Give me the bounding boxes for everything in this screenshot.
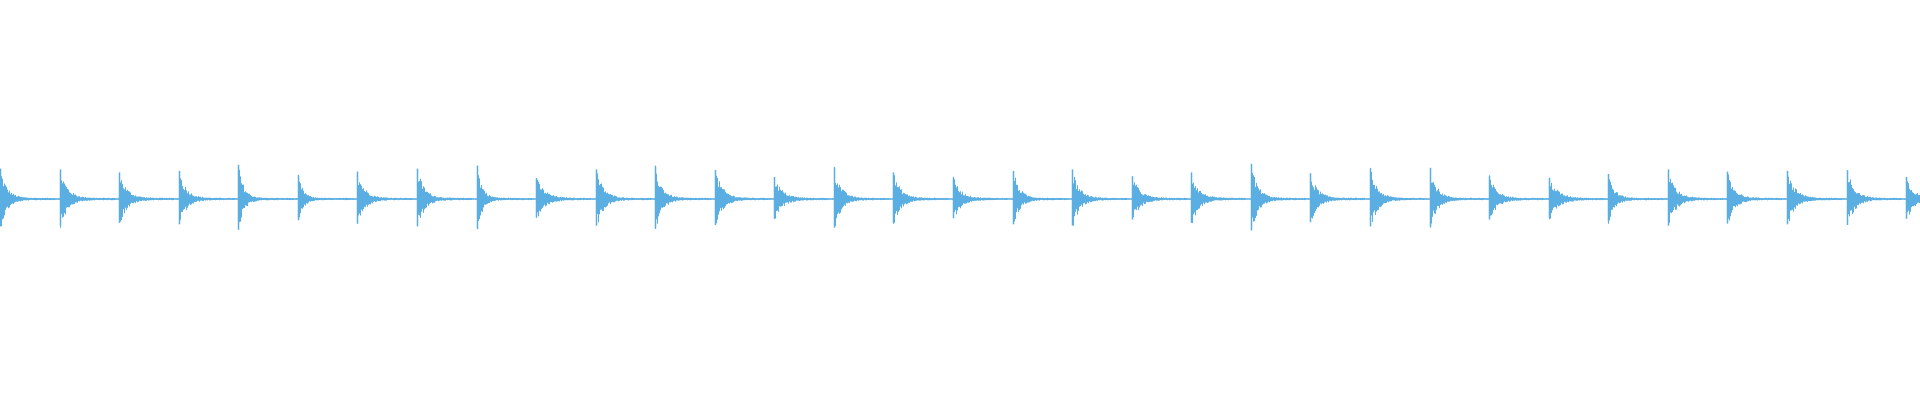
waveform-path xyxy=(0,163,1920,229)
